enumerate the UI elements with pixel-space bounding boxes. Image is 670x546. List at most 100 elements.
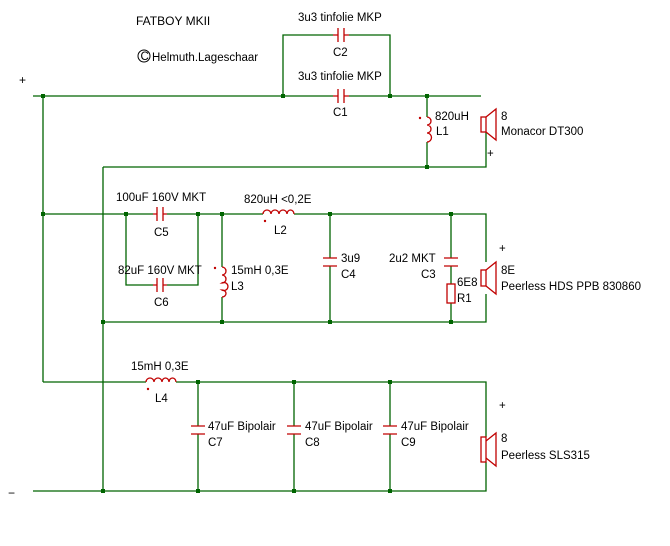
tweeter-impedance-label: 8 (501, 111, 507, 123)
capacitor-c8 (287, 425, 301, 435)
inductor-l2 (262, 209, 295, 223)
junction-dot (124, 212, 128, 216)
copyright-author: Helmuth.Lageschaar (152, 52, 258, 64)
inductor-symbol (262, 209, 295, 215)
inductor-l1 (418, 116, 433, 143)
speaker-magnet (480, 116, 487, 133)
c2-value-label: 3u3 tinfolie MKP (298, 12, 382, 24)
mid-polarity: + (499, 243, 506, 255)
l4-value-label: 15mH 0,3E (131, 361, 189, 373)
junction-dot (328, 320, 332, 324)
capacitor-symbol (444, 257, 458, 267)
capacitor-symbol (333, 28, 349, 42)
capacitor-c3 (444, 257, 458, 267)
l2-ref-label: L2 (274, 225, 287, 237)
junction-dot (425, 165, 429, 169)
speaker-magnet (480, 436, 487, 463)
speaker-mid (480, 260, 497, 296)
mid-return-wire (103, 294, 487, 323)
speaker-cone (485, 260, 497, 296)
c1-value-label: 3u3 tinfolie MKP (298, 71, 382, 83)
inductor-l4 (145, 377, 177, 391)
capacitor-c4 (323, 257, 337, 267)
junction-dot (41, 94, 45, 98)
c6-loop-right (167, 214, 199, 286)
capacitor-symbol (287, 425, 301, 435)
junction-dot (101, 489, 105, 493)
capacitor-c7 (191, 425, 205, 435)
c6-loop-left (125, 214, 153, 286)
resistor-r1 (446, 283, 456, 304)
capacitor-symbol (323, 257, 337, 267)
c6-value-label: 82uF 160V MKT (118, 265, 202, 277)
junction-dot (196, 212, 200, 216)
l1-ref-label: L1 (436, 126, 449, 138)
c5-ref-label: C5 (154, 227, 169, 239)
copyright-symbol: C (141, 51, 149, 63)
copyright-mark: C (137, 49, 151, 63)
l1-value-label: 820uH (435, 111, 469, 123)
minus-rail (33, 462, 487, 492)
junction-dot (281, 94, 285, 98)
supply-minus-sign: − (8, 486, 15, 500)
speaker-magnet (480, 269, 487, 287)
junction-dot (292, 380, 296, 384)
junction-dot (196, 489, 200, 493)
copyright-circle (137, 49, 151, 63)
capacitor-symbol (333, 89, 349, 103)
c1-ref-label: C1 (333, 107, 348, 119)
c5-value-label: 100uF 160V MKT (116, 192, 206, 204)
junction-dot (292, 489, 296, 493)
resistor-symbol (446, 283, 456, 304)
r1-ref-label: R1 (457, 293, 472, 305)
l2-value-label: 820uH <0,2E (244, 194, 312, 206)
junction-dot (388, 94, 392, 98)
tweeter-polarity: + (487, 148, 494, 160)
capacitor-symbol (153, 278, 167, 292)
capacitor-c2 (333, 28, 349, 42)
c8-value-label: 47uF Bipolair (305, 421, 373, 433)
junction-dot (388, 380, 392, 384)
c7-ref-label: C7 (208, 437, 223, 449)
capacitor-c6 (153, 278, 167, 292)
junction-dot (449, 320, 453, 324)
c3-value-label: 2u2 MKT (389, 253, 436, 265)
bass-name-label: Peerless SLS315 (501, 450, 590, 462)
bass-impedance-label: 8 (501, 433, 507, 445)
mid-impedance-label: 8E (501, 265, 515, 277)
capacitor-c1 (333, 89, 349, 103)
speaker-cone (485, 431, 497, 468)
l3-value-label: 15mH 0,3E (231, 265, 289, 277)
inductor-dot (146, 387, 150, 391)
inductor-symbol (221, 266, 229, 298)
capacitor-c5 (153, 207, 167, 221)
capacitor-symbol (191, 425, 205, 435)
speaker-bass (480, 431, 497, 468)
c9-value-label: 47uF Bipolair (401, 421, 469, 433)
junction-dot (220, 212, 224, 216)
schematic-title: FATBOY MKII (136, 14, 210, 28)
junction-dot (328, 212, 332, 216)
capacitor-symbol (153, 207, 167, 221)
inductor-dot (263, 219, 267, 223)
junction-dot (41, 212, 45, 216)
bass-rail-right (176, 381, 487, 437)
junction-dot (425, 94, 429, 98)
c2-loop-left (282, 34, 333, 96)
tweeter-return-wire (103, 132, 487, 168)
speaker-tweeter (480, 107, 497, 142)
speaker-cone (485, 107, 497, 142)
junction-dot (388, 489, 392, 493)
inductor-dot (418, 116, 422, 120)
inductor-l3 (213, 266, 229, 298)
bass-polarity: + (499, 400, 506, 412)
c2-loop-right (349, 34, 391, 96)
junction-dot (220, 320, 224, 324)
junction-dot (196, 380, 200, 384)
l4-ref-label: L4 (155, 393, 168, 405)
capacitor-c9 (383, 425, 397, 435)
wiring (33, 34, 487, 492)
c9-ref-label: C9 (401, 437, 416, 449)
c3-ref-label: C3 (421, 269, 436, 281)
